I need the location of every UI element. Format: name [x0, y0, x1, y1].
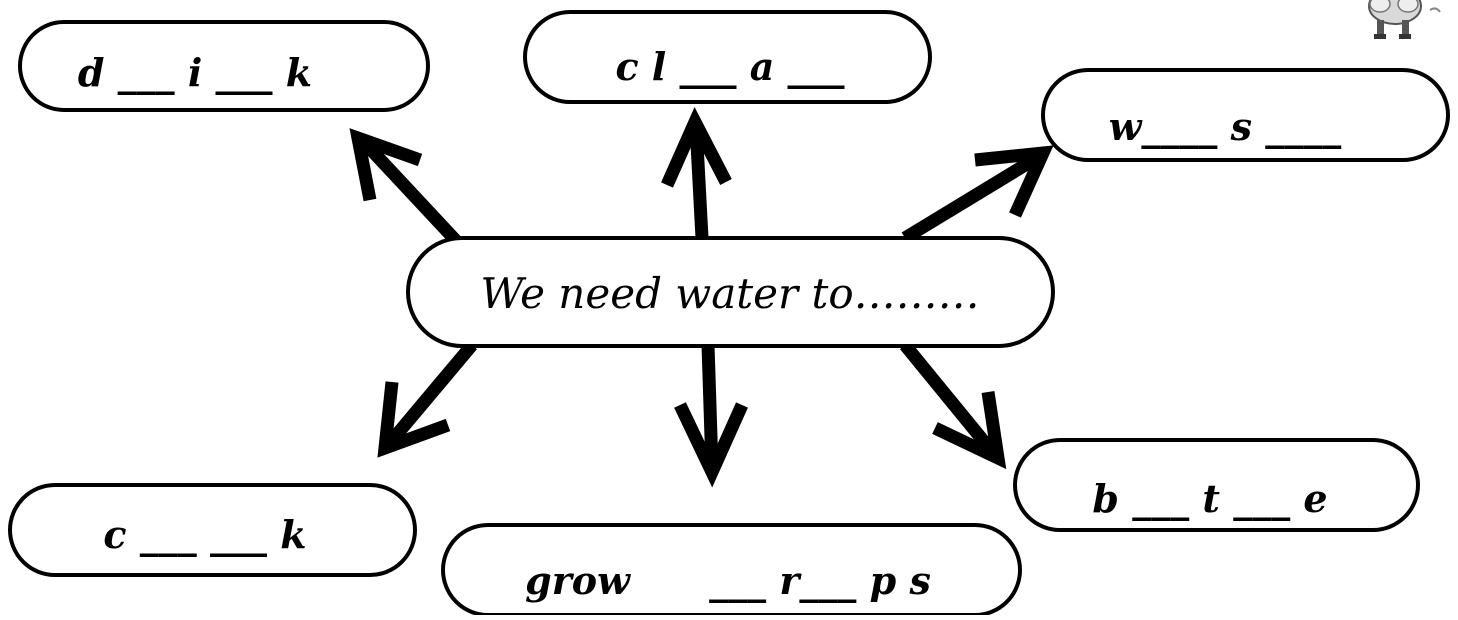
node-grow-crops-text: grow ___ r___ p s — [525, 558, 931, 603]
node-clean: c l ___ a ___ — [523, 10, 932, 104]
arrow-to-cook — [377, 340, 477, 458]
node-drink-text: d ___ i ___ k — [78, 50, 312, 95]
node-bathe: b ___ t ___ e — [1013, 438, 1420, 532]
sheep-mascot-icon — [1368, 0, 1441, 39]
node-cook: c ___ ___ k — [8, 483, 417, 577]
node-wash-text: w____ s ____ — [1109, 104, 1342, 149]
node-cook-text: c ___ ___ k — [103, 512, 306, 557]
arrow-to-clean — [661, 106, 732, 239]
node-bathe-text: b ___ t ___ e — [1092, 476, 1327, 521]
center-bubble: We need water to……… — [406, 236, 1055, 348]
node-drink: d ___ i ___ k — [18, 20, 430, 112]
node-wash: w____ s ____ — [1041, 68, 1450, 162]
arrow-to-wash — [901, 145, 1054, 244]
node-clean-text: c l ___ a ___ — [615, 44, 844, 89]
arrow-to-drink — [349, 128, 465, 250]
arrow-to-bathe — [899, 340, 1007, 470]
center-bubble-text: We need water to……… — [480, 269, 979, 318]
arrow-to-grow-crops — [674, 344, 748, 488]
node-grow-crops: grow ___ r___ p s — [441, 523, 1022, 617]
